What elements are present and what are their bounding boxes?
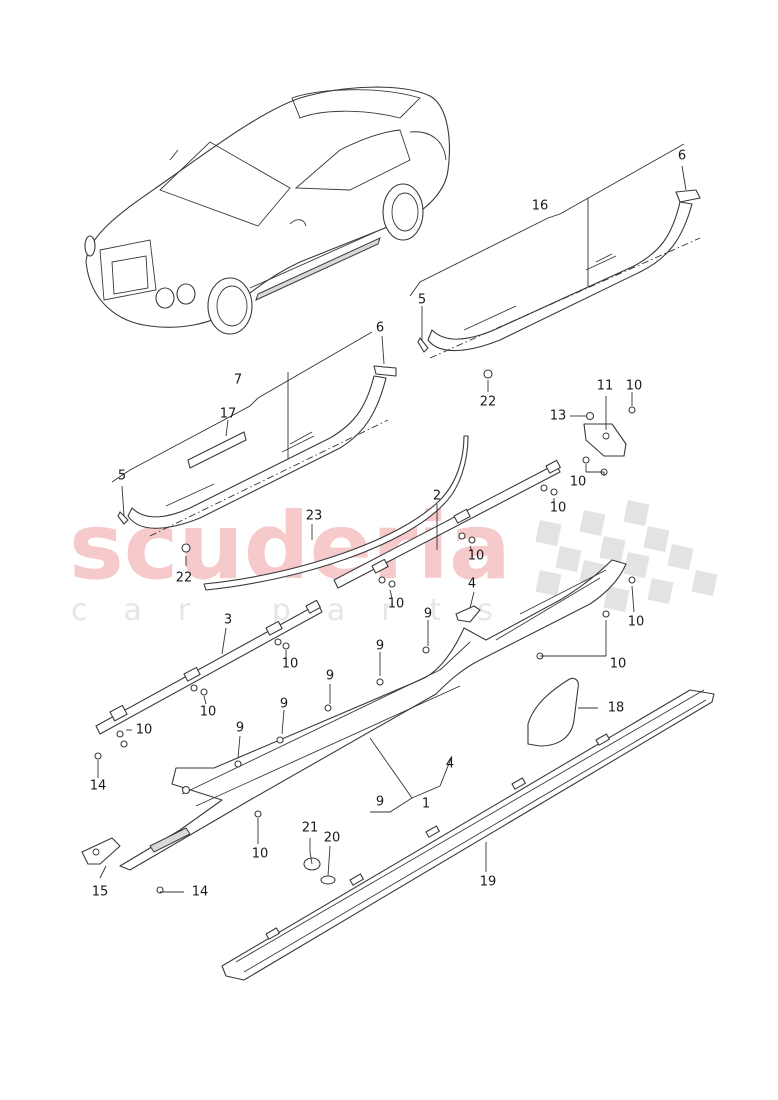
- callout-10: 10: [252, 847, 269, 862]
- group-16-bracket: [409, 143, 685, 297]
- checkered-flag-watermark: [535, 500, 718, 613]
- callout-17: 17: [220, 407, 237, 422]
- callout-10: 10: [570, 475, 587, 490]
- clip-4: [455, 605, 481, 623]
- cover-panel-18: [527, 677, 579, 747]
- car-overview-illustration: [84, 86, 450, 335]
- callout-16: 16: [532, 199, 549, 214]
- bracket-11: [583, 423, 627, 457]
- callout-14: 14: [192, 885, 209, 900]
- fastener-screws: [94, 406, 636, 894]
- callout-5: 5: [418, 293, 426, 308]
- callout-19: 19: [480, 875, 497, 890]
- callout-10: 10: [282, 657, 299, 672]
- callout-23: 23: [306, 509, 323, 524]
- lower-sill-panel-19: [221, 689, 715, 981]
- callout-20: 20: [324, 831, 341, 846]
- callout-4: 4: [468, 577, 476, 592]
- callout-5: 5: [118, 469, 126, 484]
- callout-7: 7: [234, 373, 242, 388]
- callout-10: 10: [136, 723, 153, 738]
- callout-labels: 6 16 5 22 6 7 17 11 10 13 10 5 22 2 10 2…: [90, 149, 686, 900]
- mounting-rail-3: [95, 599, 323, 735]
- callout-13: 13: [550, 409, 567, 424]
- callout-9: 9: [280, 697, 288, 712]
- callout-11: 11: [597, 379, 614, 394]
- callout-10: 10: [388, 597, 405, 612]
- bracket-15: [81, 837, 121, 865]
- callout-10: 10: [610, 657, 627, 672]
- callout-9: 9: [424, 607, 432, 622]
- sill-plate-rear-group-16: [409, 143, 701, 379]
- callout-4: 4: [446, 757, 454, 772]
- callout-10: 10: [468, 549, 485, 564]
- clip-20: [320, 875, 336, 885]
- callout-9: 9: [236, 721, 244, 736]
- watermark-main-text: scuderia: [69, 493, 511, 600]
- callout-1: 1: [422, 797, 430, 812]
- callout-10: 10: [628, 615, 645, 630]
- callout-6: 6: [376, 321, 384, 336]
- callout-14: 14: [90, 779, 107, 794]
- side-sill-panel-1: [119, 559, 627, 871]
- watermark-sub-text: car parts: [71, 593, 529, 628]
- callout-22: 22: [480, 395, 497, 410]
- callout-22: 22: [176, 571, 193, 586]
- callout-2: 2: [433, 489, 441, 504]
- callout-9: 9: [376, 795, 384, 810]
- callout-10: 10: [200, 705, 217, 720]
- emblem-plate-17: [187, 431, 247, 469]
- clip-21: [303, 851, 321, 871]
- trim-strip-23: [203, 435, 469, 591]
- callout-21: 21: [302, 821, 319, 836]
- callout-15: 15: [92, 885, 109, 900]
- leader-lines: [97, 165, 687, 893]
- callout-9: 9: [376, 639, 384, 654]
- callout-10: 10: [550, 501, 567, 516]
- callout-9: 9: [326, 669, 334, 684]
- callout-6: 6: [678, 149, 686, 164]
- sill-plate-front-group-7: [111, 331, 397, 553]
- callout-3: 3: [224, 613, 232, 628]
- group-7-bracket: [111, 331, 373, 483]
- mounting-rail-2: [333, 459, 561, 589]
- callout-18: 18: [608, 701, 625, 716]
- callout-10: 10: [626, 379, 643, 394]
